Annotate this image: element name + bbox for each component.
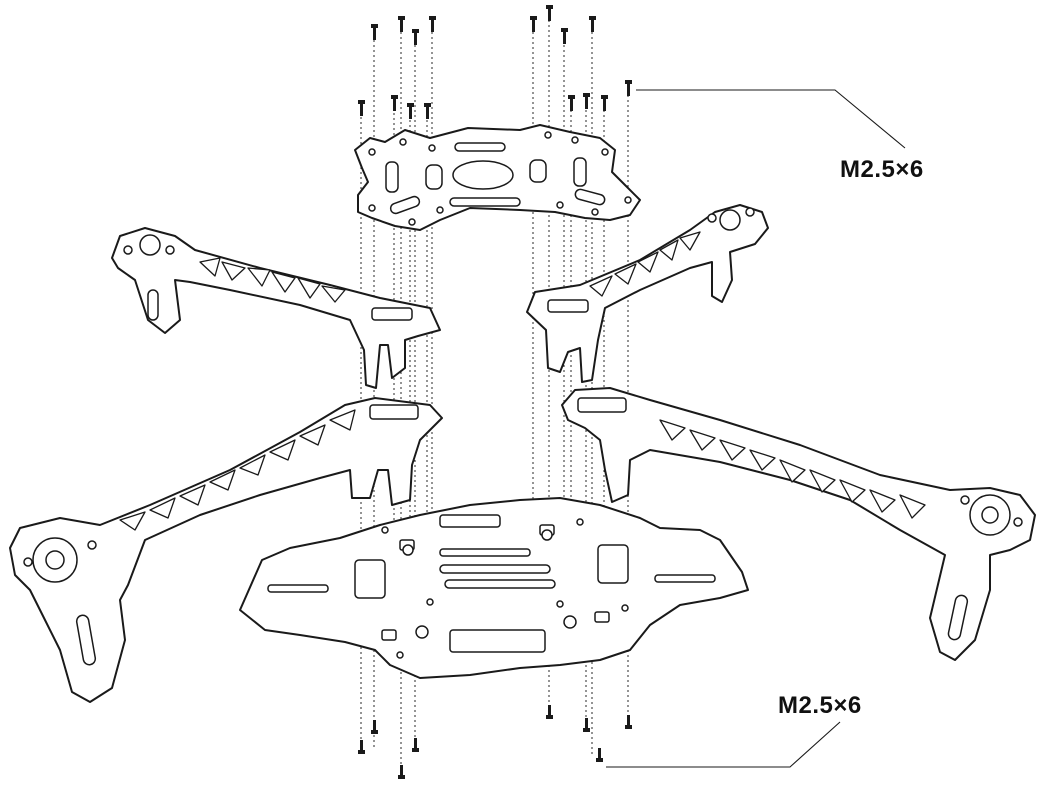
top-screw-size-label: M2.5×6 — [840, 156, 924, 183]
screw — [371, 720, 378, 734]
screw — [358, 100, 365, 116]
screw — [407, 103, 414, 119]
top-callout: M2.5×6 — [636, 89, 924, 183]
screw — [596, 748, 603, 762]
screw — [546, 5, 553, 21]
arm-front-left — [9, 397, 443, 703]
screw — [371, 24, 378, 40]
screw — [589, 16, 596, 32]
screw — [583, 718, 590, 732]
top-plate — [354, 124, 641, 231]
arm-rear-right — [526, 204, 769, 383]
screw — [398, 765, 405, 779]
arm-front-right — [561, 387, 1036, 661]
screw — [530, 16, 537, 32]
arm-rear-left — [111, 227, 441, 389]
screw — [412, 738, 419, 752]
screw — [625, 715, 632, 729]
bottom-screw-size-label: M2.5×6 — [778, 692, 862, 719]
screw — [358, 740, 365, 754]
screw — [391, 95, 398, 111]
screw — [625, 80, 632, 96]
screw — [546, 705, 553, 719]
screw — [583, 93, 590, 109]
screw — [412, 29, 419, 45]
screw — [424, 103, 431, 119]
screw — [568, 95, 575, 111]
screw — [429, 16, 436, 32]
bottom-callout: M2.5×6 — [606, 692, 862, 768]
bottom-plate — [239, 497, 749, 679]
screws — [358, 5, 632, 779]
screw — [398, 16, 405, 32]
screw — [601, 95, 608, 111]
screw — [561, 28, 568, 44]
